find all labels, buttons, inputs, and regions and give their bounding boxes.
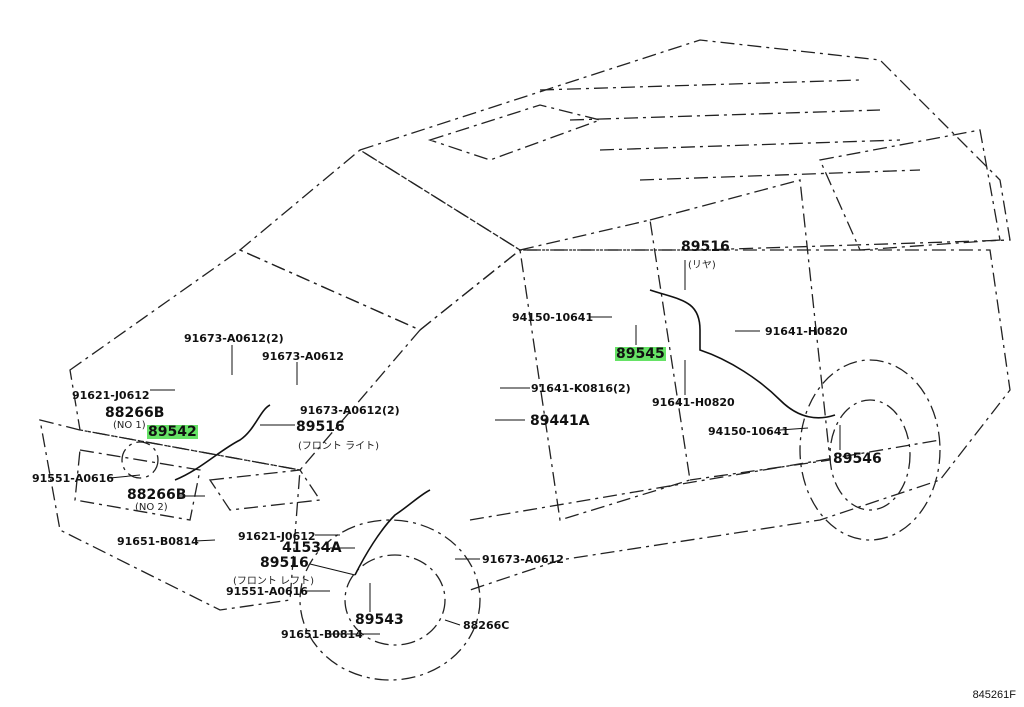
part-label-91651-B0814b[interactable]: 91651-B0814 bbox=[281, 628, 363, 641]
part-label-91673-A0612[interactable]: 91673-A0612 bbox=[262, 350, 344, 363]
part-label-88266B-no1[interactable]: 88266B bbox=[105, 405, 165, 421]
part-label-91621-J0612[interactable]: 91621-J0612 bbox=[72, 389, 150, 402]
part-label-91673-A0612c[interactable]: 91673-A0612 bbox=[482, 553, 564, 566]
part-sublabel-front-left: (フロント レフト) bbox=[233, 576, 314, 587]
part-sublabel-front-right: (フロント ライト) bbox=[298, 441, 379, 452]
rear-wheel bbox=[799, 359, 941, 541]
part-label-89545-highlighted[interactable]: 89545 bbox=[615, 346, 666, 362]
grille bbox=[74, 449, 201, 521]
part-sublabel-no1: (NO 1) bbox=[113, 420, 146, 431]
roof-rail-2 bbox=[569, 109, 881, 121]
part-label-89546[interactable]: 89546 bbox=[833, 451, 882, 467]
front-door bbox=[519, 219, 691, 521]
part-label-89542-highlighted[interactable]: 89542 bbox=[147, 424, 198, 440]
part-label-89516-front-left[interactable]: 89516 bbox=[260, 555, 309, 571]
front-wheel-inner bbox=[344, 554, 446, 646]
front-wheel bbox=[299, 519, 481, 681]
rear-harness bbox=[649, 289, 836, 419]
rocker bbox=[469, 439, 941, 521]
front-right-harness bbox=[174, 404, 271, 481]
part-label-91673-A0612-2b[interactable]: 91673-A0612(2) bbox=[300, 404, 400, 417]
part-label-41534A[interactable]: 41534A bbox=[282, 540, 342, 556]
part-sublabel-rear: (リヤ) bbox=[688, 260, 716, 271]
rear-door bbox=[649, 179, 831, 481]
part-label-91641-H0820b[interactable]: 91641-H0820 bbox=[652, 396, 735, 409]
sunroof bbox=[427, 104, 603, 161]
headlamp bbox=[208, 469, 322, 511]
part-label-91621-J0612b[interactable]: 91621-J0612 bbox=[238, 530, 316, 543]
rear-wheel-inner bbox=[829, 399, 911, 511]
side-body bbox=[419, 249, 1011, 591]
part-label-91551-A0616[interactable]: 91551-A0616 bbox=[32, 472, 114, 485]
roof-rail-4 bbox=[639, 169, 921, 181]
rear-window bbox=[819, 129, 1001, 251]
part-label-89441A[interactable]: 89441A bbox=[530, 413, 590, 429]
windshield bbox=[238, 149, 522, 331]
part-label-89516-front-right[interactable]: 89516 bbox=[296, 419, 345, 435]
part-label-91651-B0814[interactable]: 91651-B0814 bbox=[117, 535, 199, 548]
hood bbox=[69, 249, 422, 471]
part-label-94150-10641b[interactable]: 94150-10641 bbox=[708, 425, 790, 438]
part-label-91641-H0820[interactable]: 91641-H0820 bbox=[765, 325, 848, 338]
roof-outline bbox=[358, 39, 1011, 251]
part-label-94150-10641[interactable]: 94150-10641 bbox=[512, 311, 594, 324]
part-label-88266C[interactable]: 88266C bbox=[463, 619, 510, 632]
part-label-91641-K0816-2[interactable]: 91641-K0816(2) bbox=[531, 382, 631, 395]
part-label-88266B-no2[interactable]: 88266B bbox=[127, 487, 187, 503]
diagram-reference-code: 845261F bbox=[972, 689, 1016, 701]
part-label-91673-A0612-2[interactable]: 91673-A0612(2) bbox=[184, 332, 284, 345]
fog-lamp bbox=[121, 441, 159, 479]
part-sublabel-no2: (NO 2) bbox=[135, 502, 168, 513]
part-label-89543[interactable]: 89543 bbox=[355, 612, 404, 628]
front-left-harness bbox=[354, 489, 431, 576]
roof-rail-1 bbox=[539, 79, 861, 91]
part-label-89516-rear[interactable]: 89516 bbox=[681, 239, 730, 255]
roof-rail-3 bbox=[599, 139, 901, 151]
part-label-91551-A0616b[interactable]: 91551-A0616 bbox=[226, 585, 308, 598]
